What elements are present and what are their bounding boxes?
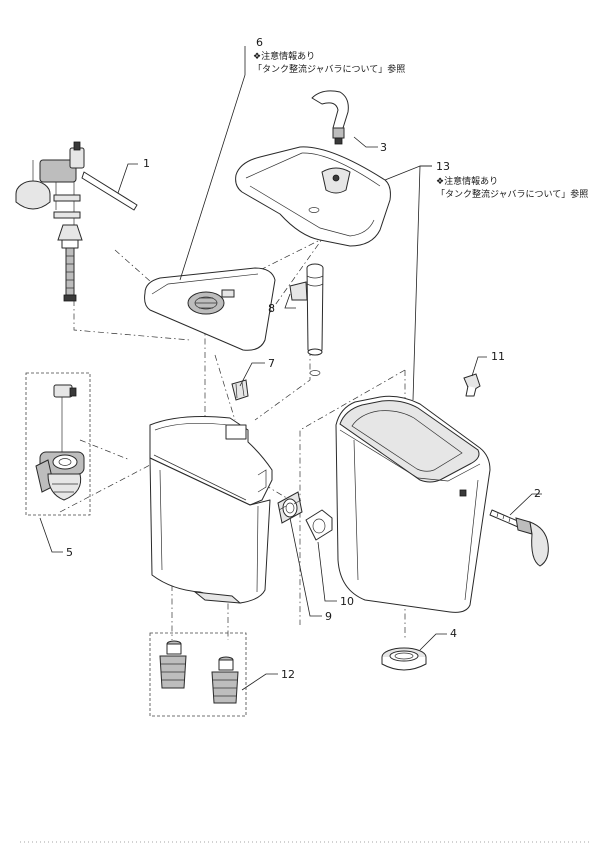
bracket-part-10 bbox=[305, 509, 333, 541]
caution-note-13-line-1: ❖注意情報あり bbox=[436, 175, 498, 187]
callout-3: 3 bbox=[380, 141, 387, 154]
part-12-box bbox=[149, 632, 247, 717]
caution-note-6-line-1: ❖注意情報あり bbox=[253, 50, 315, 62]
callout-2: 2 bbox=[534, 487, 541, 500]
callout-labels: 1 2 3 4 5 6 7 8 9 10 11 12 13 bbox=[66, 36, 541, 681]
callout-9: 9 bbox=[325, 610, 332, 623]
callout-7: 7 bbox=[268, 357, 275, 370]
strainer-left-part-12 bbox=[159, 640, 187, 689]
outer-tank-cover-part-13 bbox=[335, 395, 491, 613]
caution-note-part-13: ❖注意情報あり 「タンク整流ジャバラについて」参照 bbox=[436, 175, 588, 200]
callout-5: 5 bbox=[66, 546, 73, 559]
strainer-right-part-12 bbox=[211, 656, 239, 704]
caution-note-part-6: ❖注意情報あり 「タンク整流ジャバラについて」参照 bbox=[253, 50, 405, 75]
callout-1: 1 bbox=[143, 157, 150, 170]
part-5-box bbox=[25, 372, 91, 516]
fill-valve-part-1 bbox=[15, 141, 138, 302]
tank-lid-part-6 bbox=[144, 267, 276, 351]
callout-4: 4 bbox=[450, 627, 457, 640]
hand-wash-bowl-lid bbox=[235, 146, 391, 247]
callout-10: 10 bbox=[340, 595, 354, 608]
caution-note-6-line-2: 「タンク整流ジャバラについて」参照 bbox=[253, 63, 405, 75]
overflow-pipe-part-8 bbox=[289, 263, 324, 376]
seal-ring-part-4 bbox=[381, 647, 427, 671]
flush-valve-part-5 bbox=[35, 384, 85, 501]
callout-13: 13 bbox=[436, 160, 450, 173]
spout-part-3 bbox=[311, 90, 349, 145]
clip-part-7 bbox=[231, 379, 249, 401]
small-fitting-part-11 bbox=[463, 373, 481, 397]
callout-11: 11 bbox=[491, 350, 505, 363]
callout-6: 6 bbox=[256, 36, 263, 49]
tank-inner-body bbox=[149, 416, 273, 604]
gasket-part-9 bbox=[277, 491, 303, 524]
leader-lines bbox=[39, 46, 542, 691]
callout-8: 8 bbox=[268, 302, 275, 315]
caution-note-13-line-2: 「タンク整流ジャバラについて」参照 bbox=[436, 188, 588, 200]
callout-12: 12 bbox=[281, 668, 295, 681]
flush-handle-part-2 bbox=[489, 509, 549, 567]
